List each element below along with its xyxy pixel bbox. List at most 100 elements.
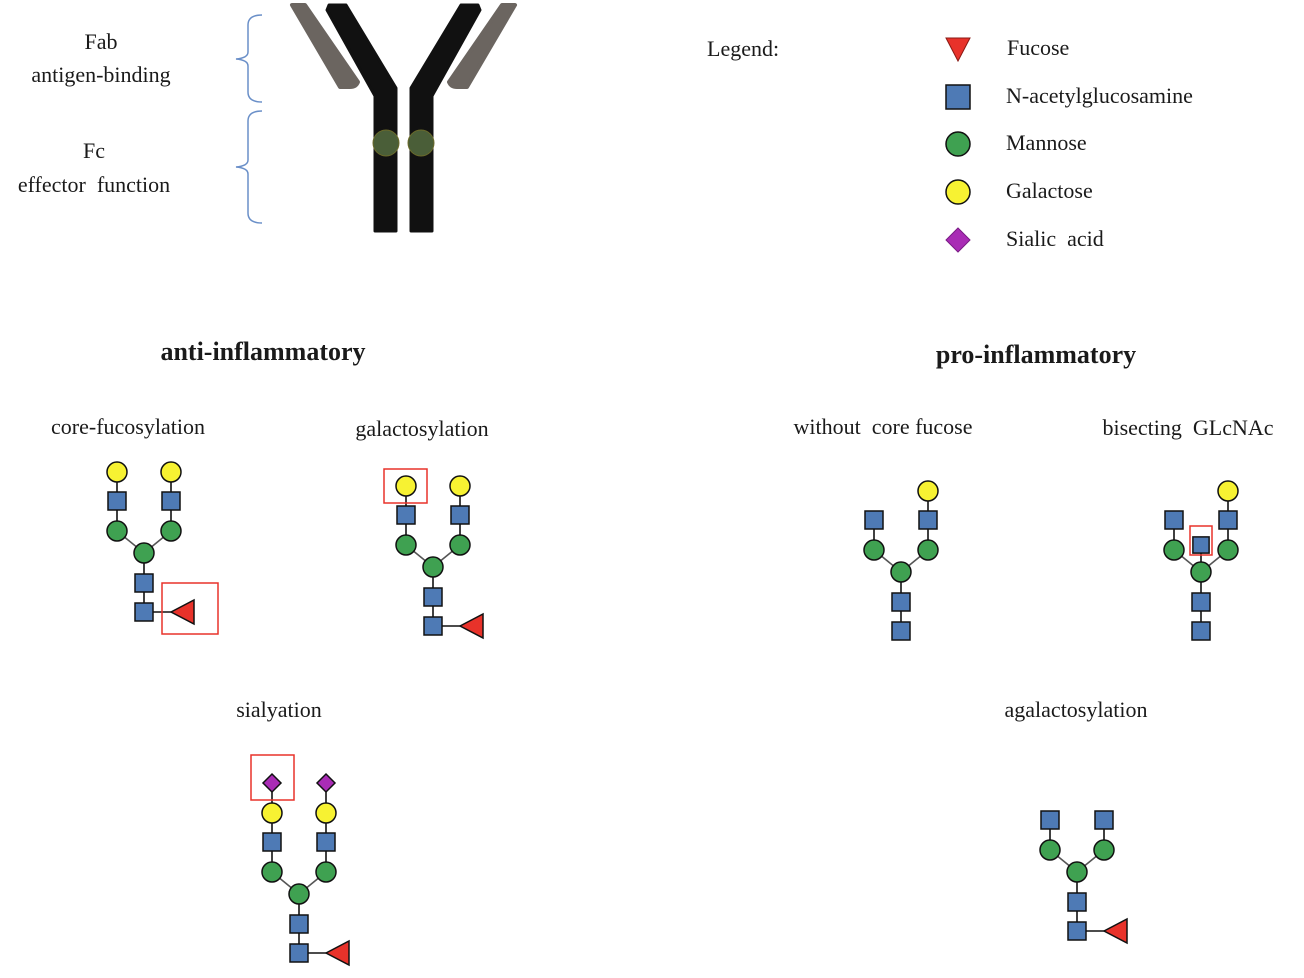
legend-label-fucose: Fucose xyxy=(1007,35,1070,60)
mannose-circle xyxy=(863,539,885,561)
glcnac-square xyxy=(316,832,336,852)
sialic-acid-diamond xyxy=(261,772,283,794)
galactose-circle xyxy=(1217,480,1239,502)
glcnac-square xyxy=(918,510,938,530)
highlight-box xyxy=(250,754,295,801)
glycan-site-right xyxy=(407,129,435,157)
legend-label-mannose: Mannose xyxy=(1006,130,1087,155)
glcnac-square xyxy=(864,510,884,530)
glcnac-square xyxy=(423,616,443,636)
glcnac-square xyxy=(289,914,309,934)
fucose-triangle xyxy=(458,612,484,640)
anti-inflammatory-title: anti-inflammatory xyxy=(160,337,366,366)
glycan-sialyation xyxy=(250,754,350,967)
glcnac-square xyxy=(1191,621,1211,641)
glcnac-square xyxy=(289,943,309,963)
heavy-chain-right xyxy=(409,3,482,233)
galactose-circle xyxy=(261,802,283,824)
glcnac-square xyxy=(262,832,282,852)
mannose-circle xyxy=(449,534,471,556)
mannose-circle xyxy=(133,542,155,564)
legend-sialic-acid-icon xyxy=(945,227,971,253)
glcnac-square xyxy=(891,592,911,612)
glcnac-square xyxy=(1218,510,1238,530)
glcnac-square xyxy=(161,491,181,511)
glcnac-square xyxy=(1191,592,1211,612)
mannose-circle xyxy=(1039,839,1061,861)
mannose-circle xyxy=(1066,861,1088,883)
fucose-triangle xyxy=(324,939,350,967)
glcnac-square xyxy=(1067,892,1087,912)
sialic-acid-diamond xyxy=(315,772,337,794)
mannose-circle xyxy=(395,534,417,556)
mannose-circle xyxy=(288,883,310,905)
glcnac-square xyxy=(1067,921,1087,941)
glcnac-square xyxy=(134,573,154,593)
mannose-circle xyxy=(106,520,128,542)
galactose-circle xyxy=(160,461,182,483)
label-without-core-fucose: without core fucose xyxy=(793,414,973,439)
fab-brace xyxy=(235,14,263,103)
galactose-circle xyxy=(106,461,128,483)
antibody-icon xyxy=(290,3,517,233)
mannose-circle xyxy=(917,539,939,561)
galactose-circle xyxy=(395,475,417,497)
glcnac-square xyxy=(450,505,470,525)
glcnac-square xyxy=(423,587,443,607)
glcnac-square xyxy=(891,621,911,641)
highlight-box xyxy=(1189,525,1213,556)
legend-title: Legend: xyxy=(707,36,780,61)
glycan-structures xyxy=(106,461,1239,967)
mannose-circle xyxy=(1093,839,1115,861)
fab-label: Fab xyxy=(84,29,118,54)
light-chain-right xyxy=(447,3,517,89)
glcnac-square xyxy=(107,491,127,511)
glcnac-square xyxy=(1040,810,1060,830)
glcnac-square xyxy=(396,505,416,525)
mannose-circle xyxy=(890,561,912,583)
highlight-box xyxy=(161,582,219,635)
galactose-circle xyxy=(315,802,337,824)
legend-label-galactose: Galactose xyxy=(1006,178,1093,203)
heavy-chain-left xyxy=(325,3,398,233)
mannose-circle xyxy=(261,861,283,883)
glycan-agalactosylation xyxy=(1039,810,1128,945)
legend-fucose-icon xyxy=(945,37,971,63)
glcnac-square xyxy=(1192,536,1210,554)
mannose-circle xyxy=(1163,539,1185,561)
mannose-circle xyxy=(422,556,444,578)
legend-mannose-icon xyxy=(945,131,971,157)
legend-label-sialic-acid: Sialic acid xyxy=(1006,226,1104,251)
label-sialyation: sialyation xyxy=(236,697,322,722)
label-agalactosylation: agalactosylation xyxy=(1004,697,1148,722)
fc-sublabel: effector function xyxy=(17,172,171,197)
glcnac-square xyxy=(1164,510,1184,530)
label-core-fucosylation: core-fucosylation xyxy=(51,414,205,439)
glycan-without-core-fucose xyxy=(863,480,939,641)
fc-brace xyxy=(235,110,263,224)
legend-glcnac-icon xyxy=(945,84,971,110)
legend-label-glcnac: N-acetylglucosamine xyxy=(1006,83,1193,108)
fc-label: Fc xyxy=(83,138,105,163)
highlight-box xyxy=(383,468,428,504)
mannose-circle xyxy=(160,520,182,542)
light-chain-left xyxy=(290,3,360,89)
mannose-circle xyxy=(1217,539,1239,561)
galactose-circle xyxy=(917,480,939,502)
glycan-core-fucosylation xyxy=(106,461,219,635)
glycan-site-left xyxy=(372,129,400,157)
fucose-triangle xyxy=(1102,917,1128,945)
glycan-galactosylation xyxy=(383,468,484,640)
fucose-triangle xyxy=(169,598,195,626)
legend-galactose-icon xyxy=(945,179,971,205)
label-galactosylation: galactosylation xyxy=(355,416,489,441)
legend-symbols xyxy=(945,37,971,253)
glcnac-square xyxy=(1094,810,1114,830)
glcnac-square xyxy=(134,602,154,622)
label-bisecting-glcnac: bisecting GLcNAc xyxy=(1102,415,1274,440)
galactose-circle xyxy=(449,475,471,497)
mannose-circle xyxy=(315,861,337,883)
mannose-circle xyxy=(1190,561,1212,583)
pro-inflammatory-title: pro-inflammatory xyxy=(935,340,1137,369)
